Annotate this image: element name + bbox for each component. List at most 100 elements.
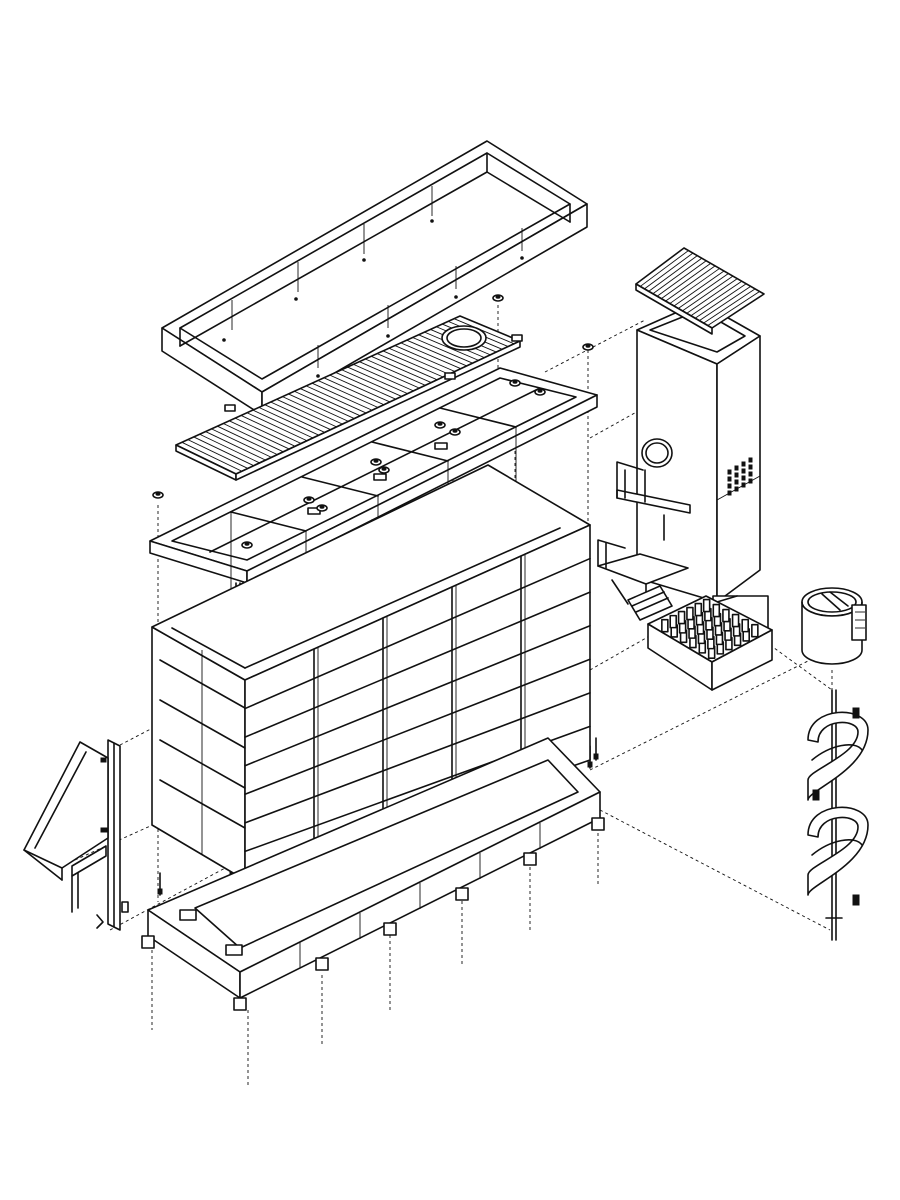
roof-frame (161, 140, 588, 416)
vent-slot (741, 461, 746, 467)
fastener (495, 295, 501, 299)
fastener (437, 422, 443, 426)
deck-slat (376, 353, 438, 381)
lid-slat (648, 255, 698, 292)
deck-slat (418, 334, 479, 361)
facade-transom (244, 692, 591, 824)
deck-slat (288, 393, 349, 422)
lid-slat (644, 252, 694, 290)
lid-slat (673, 270, 725, 307)
lid-slat (707, 291, 760, 326)
crate-cell (661, 618, 669, 633)
deck-slat (181, 441, 243, 472)
facade-transom (244, 591, 591, 738)
fastener (319, 505, 325, 509)
pile-stub (455, 887, 469, 901)
spiral-stair (807, 689, 869, 941)
deck-slat (258, 406, 320, 436)
pile-stub (523, 852, 537, 866)
entry-stair (597, 539, 689, 621)
deck-slat (365, 358, 426, 386)
fastener (512, 380, 518, 384)
deck-slat (205, 431, 266, 461)
crate-cell (722, 608, 730, 623)
vent-slot (734, 465, 739, 471)
storage-crate (647, 595, 773, 691)
vent-slot (734, 479, 739, 485)
tower-grate-lid (635, 247, 765, 335)
deck-slat (252, 409, 314, 439)
crate-cell (731, 613, 740, 628)
deck-slat (246, 412, 308, 442)
crate-cell (712, 603, 721, 618)
deck-slat (187, 439, 249, 469)
deck-slat (240, 415, 302, 444)
deck-slat (335, 372, 396, 400)
pile-stub (233, 997, 247, 1011)
deck-slat (347, 366, 408, 395)
deck-slat (229, 420, 290, 450)
crate-cell (741, 618, 750, 633)
lid-slat (661, 262, 711, 300)
pile-stub (591, 817, 605, 831)
vent-slot (727, 483, 732, 489)
deck-slat (217, 425, 278, 456)
deck-slat (400, 342, 462, 370)
facade-transom (244, 658, 591, 796)
vent-slot (734, 472, 739, 478)
service-tower (616, 301, 769, 649)
deck-slat (193, 436, 254, 467)
pile-stub (141, 935, 155, 949)
grated-deck (175, 315, 523, 481)
vent-slot (741, 475, 746, 481)
fastener (244, 542, 250, 546)
crate-cell (751, 623, 759, 638)
fastener (373, 459, 379, 463)
lid-slat (703, 288, 756, 324)
lid-slat (677, 273, 729, 309)
deck-slat (329, 374, 391, 403)
vent-slot (748, 464, 753, 470)
crate-cell (669, 614, 678, 629)
anchor-bolt (157, 888, 163, 895)
fastener (306, 497, 312, 501)
anchor-bolt (587, 761, 593, 768)
deck-slat (388, 347, 450, 375)
deck-slat (323, 377, 385, 406)
deck-slat (406, 339, 467, 367)
deck-slat (294, 390, 355, 419)
deck-slat (317, 380, 379, 408)
lid-slat (652, 257, 703, 295)
deck-slat (282, 396, 343, 425)
deck-slat (359, 361, 420, 389)
fastener (381, 467, 387, 471)
pile-stub (383, 922, 397, 936)
vent-slot (727, 476, 732, 482)
deck-slat (276, 398, 337, 428)
fastener (155, 492, 161, 496)
deck-slat (234, 417, 296, 447)
fastener (452, 429, 458, 433)
vent-slot (727, 469, 732, 475)
lid-slat (639, 250, 689, 287)
facade-transom (244, 557, 591, 710)
lid-slat (669, 268, 720, 304)
deck-slat (353, 363, 414, 392)
crate-cell (677, 610, 686, 625)
deck-slat (311, 382, 373, 411)
deck-slat (341, 369, 402, 397)
deck-slat (371, 355, 432, 383)
anchor-bolt (593, 753, 599, 760)
deck-slat (382, 350, 444, 378)
foundation-base (141, 737, 605, 1011)
door-panel (23, 739, 129, 931)
deck-slat (394, 345, 456, 372)
vent-slot (741, 468, 746, 474)
crate-cell (686, 606, 694, 621)
lid-slat (690, 280, 743, 317)
lid-slat (665, 265, 716, 302)
deck-slat (300, 388, 361, 417)
lid-slat (682, 275, 734, 312)
